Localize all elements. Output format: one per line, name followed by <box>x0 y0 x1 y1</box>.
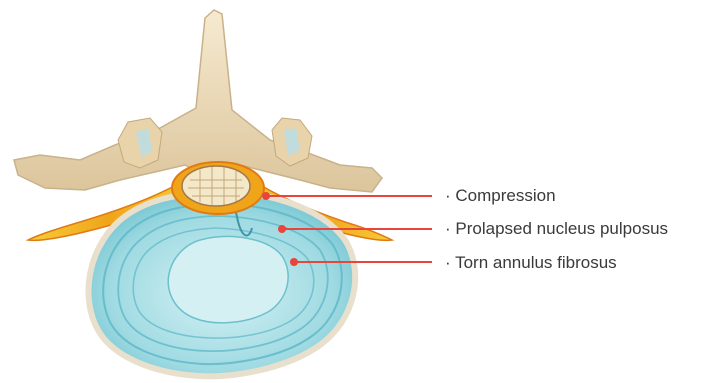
spinal-cord <box>172 162 264 214</box>
label-compression: · Compression <box>445 186 556 206</box>
nucleus-pulposus <box>168 237 288 323</box>
spinal-cord-core <box>182 166 250 206</box>
leader-dot-compression <box>262 192 270 200</box>
leader-dot-prolapsed <box>278 225 286 233</box>
intervertebral-disc <box>88 192 355 376</box>
label-torn-annulus-fibrosus: · Torn annulus fibrosus <box>445 253 617 273</box>
label-prolapsed-nucleus-pulposus: · Prolapsed nucleus pulposus <box>445 219 668 239</box>
leader-dot-torn <box>290 258 298 266</box>
